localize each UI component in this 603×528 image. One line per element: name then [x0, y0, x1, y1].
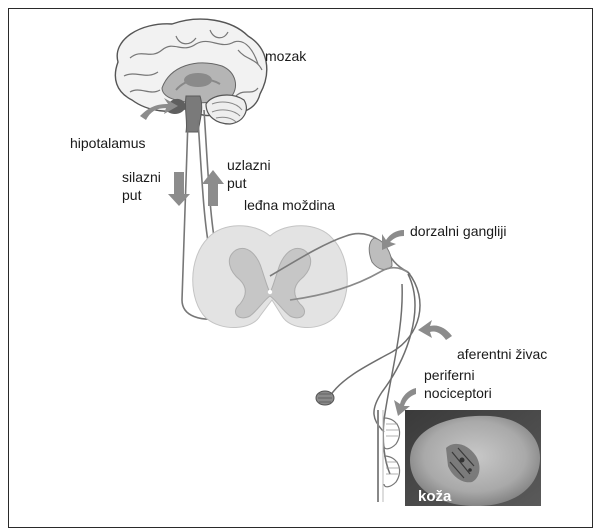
brain-label: mozak: [265, 47, 306, 65]
ascending-arrow: [202, 170, 224, 206]
ascending-path-label-line2: put: [227, 174, 246, 192]
spinal-cord-section: [193, 226, 348, 328]
peripheral-nociceptors-label-line2: nociceptori: [424, 384, 492, 402]
descending-path-label-line1: silazni: [122, 168, 161, 186]
nerve-ending-bulb: [316, 391, 334, 405]
skin-layers: [378, 410, 400, 502]
peripheral-nociceptors-label-line1: periferni: [424, 366, 475, 384]
hypothalamus-label: hipotalamus: [70, 134, 146, 152]
ascending-path-label-line1: uzlazni: [227, 156, 271, 174]
dorsal-ganglia-label: dorzalni gangliji: [410, 222, 507, 240]
dorsal-ganglia-arrow: [382, 230, 404, 250]
descending-path-label-line2: put: [122, 186, 141, 204]
spinal-cord-label: leđna moždina: [244, 196, 335, 214]
afferent-nerve-arrow: [418, 320, 452, 340]
afferent-nerve-label: aferentni živac: [457, 345, 547, 363]
skin-label: koža: [418, 488, 451, 505]
